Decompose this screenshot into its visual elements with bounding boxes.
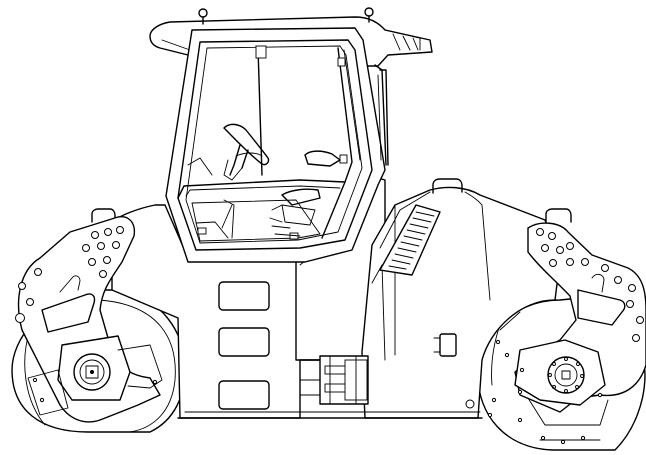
front-handle [545, 208, 572, 223]
hood-latch [433, 333, 457, 357]
rear-handle [91, 208, 116, 223]
rear-side-plate [15, 216, 163, 423]
front-side-plate [514, 222, 646, 426]
engine-vent-grille [379, 204, 441, 276]
side-steps [218, 281, 270, 410]
cab-interior [187, 123, 341, 239]
front-handle-hood [432, 178, 463, 194]
lifting-eye-right [364, 7, 374, 23]
body-bolt [465, 399, 475, 409]
articulation-joint [319, 355, 369, 405]
lifting-eye-left [198, 8, 208, 25]
grab-rail [379, 69, 389, 166]
operator-cab [149, 7, 433, 263]
